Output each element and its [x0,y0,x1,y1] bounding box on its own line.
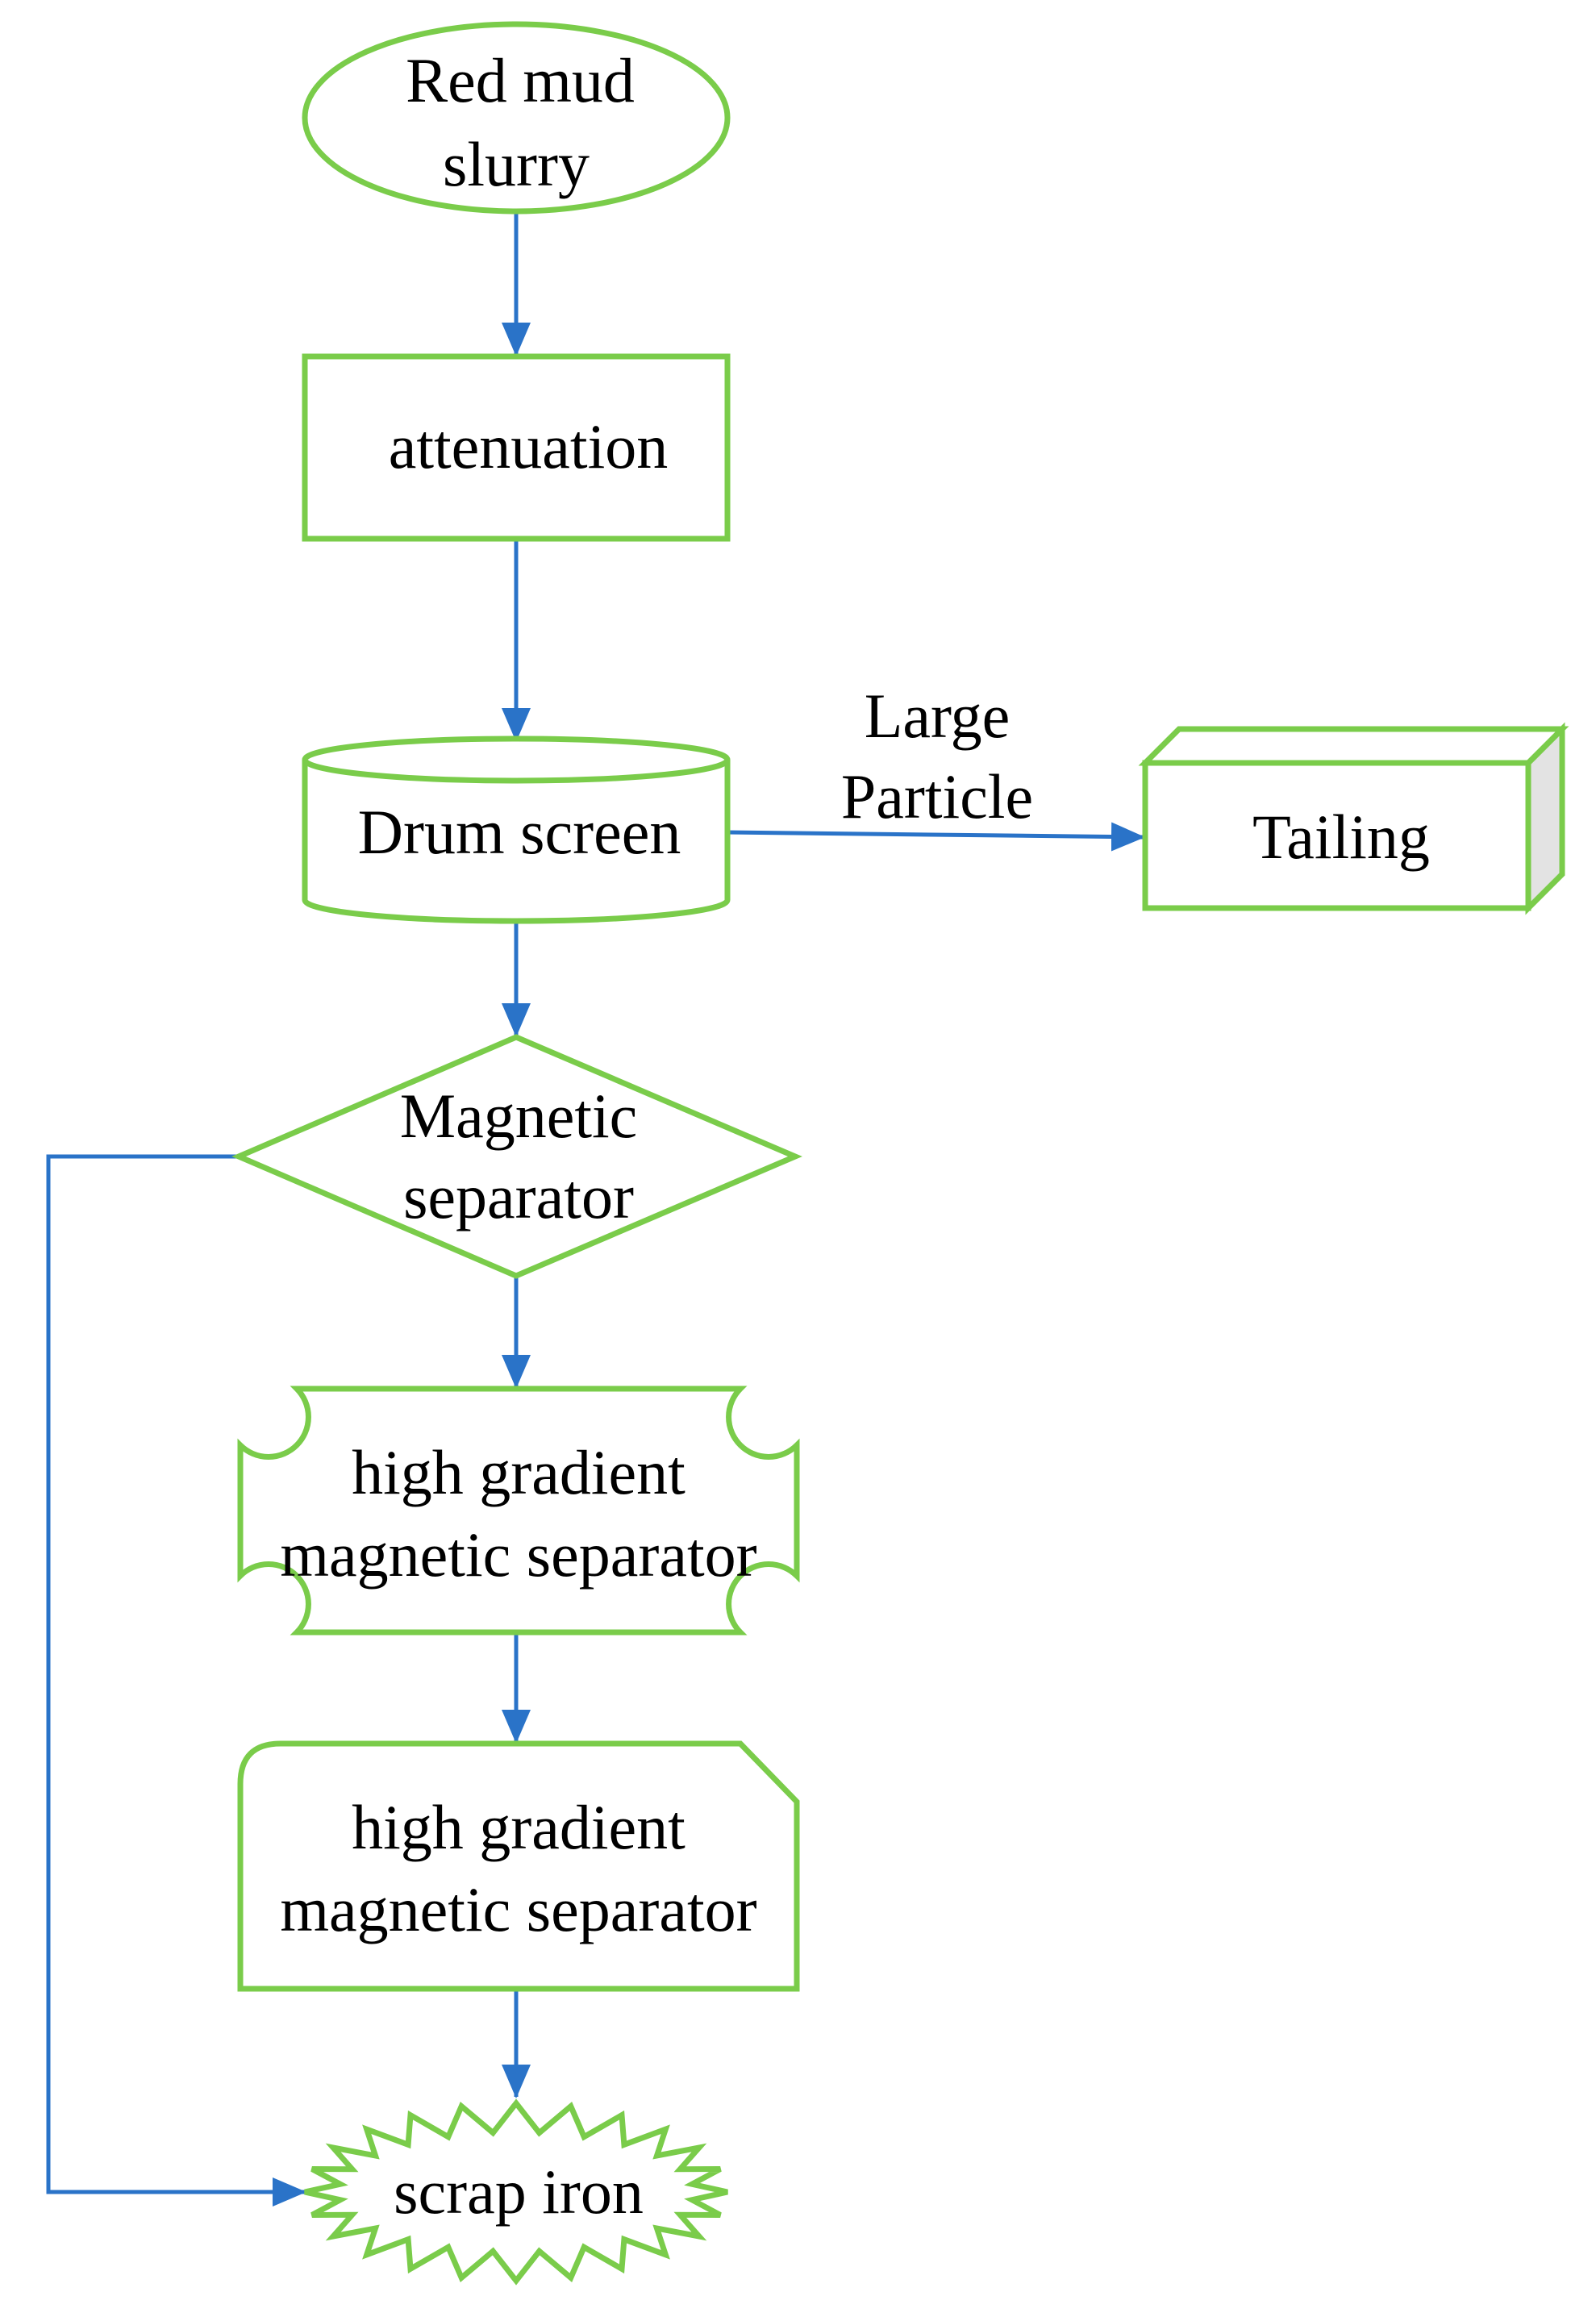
node-tailing-top-face [1138,726,1569,766]
node-scrap-iron-shape [304,2098,728,2286]
node-tailing-label: Tailing [1252,802,1430,872]
node-hgms-1-shape [237,1386,800,1636]
node-magnetic-separator-label-line-1: Magnetic [400,1081,638,1151]
node-magnetic-separator-shape [231,1034,802,1279]
node-scrap-iron-label: scrap iron [394,2157,644,2227]
node-hgms-1-label-line-2: magnetic separator [280,1519,756,1590]
arrow-bypass-magnetic-separator-to-scrap-iron [46,1154,306,2207]
node-drum-screen-rim [302,759,731,784]
node-tailing-front-face [1142,760,1531,911]
node-drum-screen-label: Drum screen [358,797,681,867]
node-attenuation-shape [302,353,731,542]
node-hgms-2-label-line-1: high gradient [352,1792,685,1862]
node-red-mud-slurry-shape [302,21,731,215]
arrow-drum-screen-to-tailing [725,822,1145,852]
node-drum-screen-shape [302,736,731,924]
node-red-mud-slurry-label-line-2: slurry [443,129,590,199]
edge-large-particle-label-line-1: Large [865,681,1010,751]
node-magnetic-separator-label-line-2: separator [403,1161,634,1231]
node-attenuation-label: attenuation [389,411,669,481]
node-red-mud-slurry-label-line-1: Red mud [406,45,635,115]
edge-large-particle-label-line-2: Particle [841,761,1033,831]
node-hgms-2-label-line-2: magnetic separator [280,1874,756,1944]
node-hgms-2-shape [237,1740,800,1992]
node-hgms-1-label-line-1: high gradient [352,1437,685,1507]
